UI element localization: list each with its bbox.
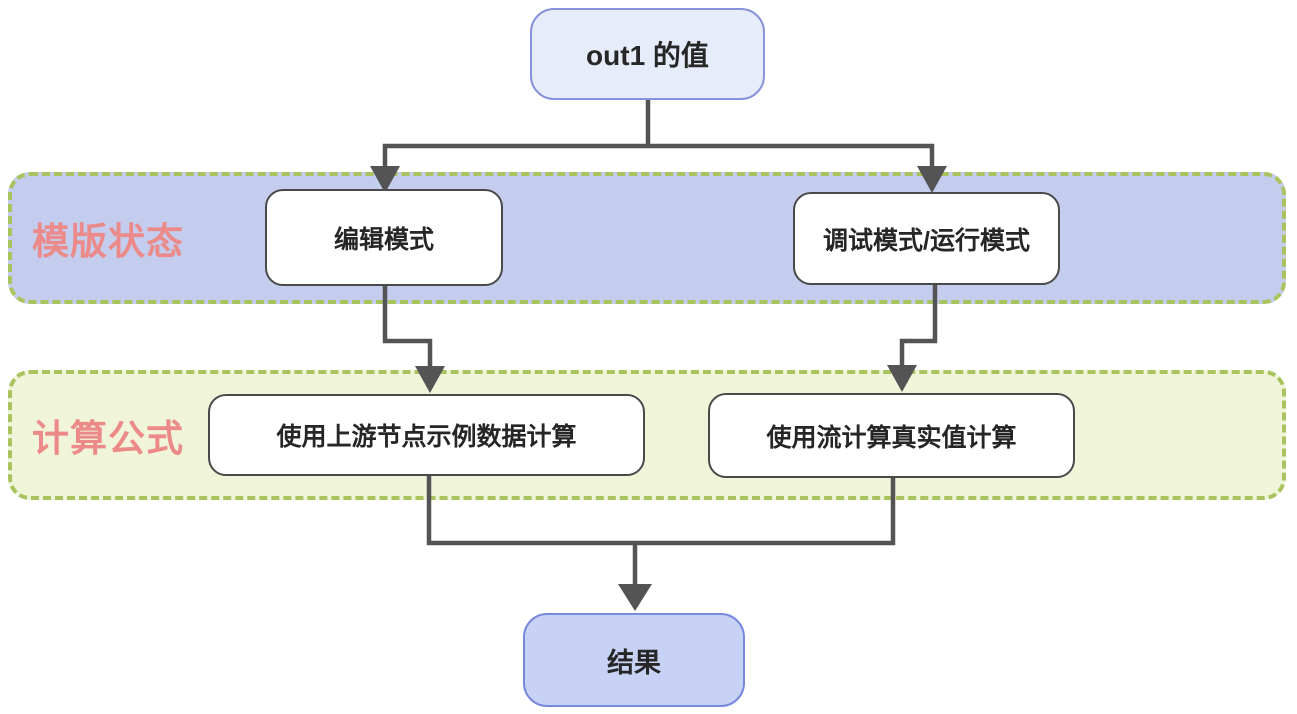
node-out1-value: out1 的值 xyxy=(530,8,765,100)
edge-branch-bar xyxy=(382,143,935,168)
node-debug-run-mode: 调试模式/运行模式 xyxy=(793,192,1060,285)
node-stream-real-value-calc: 使用流计算真实值计算 xyxy=(708,393,1075,478)
lane-calculation-formula: 计算公式 xyxy=(8,370,1286,500)
node-edit-mode: 编辑模式 xyxy=(265,189,503,286)
lane-calculation-formula-label: 计算公式 xyxy=(32,418,184,459)
node-upstream-sample-data-calc: 使用上游节点示例数据计算 xyxy=(208,394,645,476)
lane-template-state-label: 模版状态 xyxy=(32,221,184,262)
node-result: 结果 xyxy=(523,613,745,707)
arrowhead-to-result xyxy=(618,584,652,611)
lane-template-state: 模版状态 xyxy=(8,172,1286,304)
